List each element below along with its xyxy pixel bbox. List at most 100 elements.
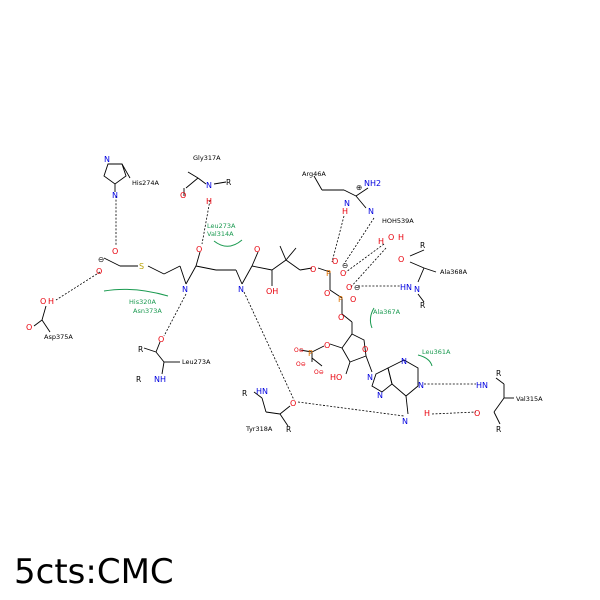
hydrophobic-arcs bbox=[103, 239, 433, 367]
atom-o-minus: O⊖ bbox=[294, 347, 304, 354]
label-ala368: Ala368A bbox=[440, 268, 468, 276]
atom-nh2: NH2 bbox=[364, 179, 381, 188]
label-leu273-hydrophobic: Leu273A bbox=[207, 222, 236, 230]
atom-h: H bbox=[378, 237, 384, 246]
atom-o-minus: O⊖ bbox=[314, 369, 324, 376]
atom-p: P bbox=[338, 295, 343, 304]
atom-o: O bbox=[196, 245, 202, 254]
atom-ho: HO bbox=[330, 373, 342, 382]
atom-n: N bbox=[414, 285, 420, 294]
atom-s: S bbox=[139, 262, 144, 271]
hbond-tyr318-b bbox=[297, 401, 405, 417]
atom-r: R bbox=[242, 389, 247, 398]
atom-n: N bbox=[401, 357, 407, 366]
atom-o: O bbox=[346, 283, 352, 292]
hbond-leu273 bbox=[163, 293, 187, 337]
atom-r: R bbox=[496, 369, 501, 378]
atom-n: N bbox=[402, 417, 408, 426]
atom-p: P bbox=[326, 269, 331, 278]
label-leu273: Leu273A bbox=[182, 358, 211, 366]
charge-minus: ⊖ bbox=[98, 255, 104, 264]
label-his320-hydrophobic: His320A bbox=[129, 298, 156, 306]
atom-nh: NH bbox=[154, 375, 166, 384]
label-arg46: Arg46A bbox=[302, 170, 326, 178]
hbond-arg46-a bbox=[331, 215, 345, 263]
atom-n: N bbox=[238, 285, 244, 294]
hbond-arg46-b bbox=[343, 217, 375, 265]
atom-h: H bbox=[206, 197, 212, 206]
atom-r: R bbox=[138, 345, 143, 354]
charge-minus: ⊖ bbox=[354, 283, 360, 292]
atom-n: N bbox=[344, 199, 350, 208]
atom-h: H bbox=[342, 207, 348, 216]
residue-labels: His274A Gly317A Arg46A HOH539A Leu273A V… bbox=[44, 154, 543, 433]
atom-n: N bbox=[104, 155, 110, 164]
page-title: 5cts:CMC bbox=[14, 552, 174, 592]
atom-labels: N N O N R H O O ⊖ S O N O N OH H O O O R… bbox=[26, 155, 501, 434]
arc-his320-asn373 bbox=[103, 288, 169, 297]
atom-r: R bbox=[136, 375, 141, 384]
atom-o: O bbox=[362, 345, 368, 354]
atom-r: R bbox=[286, 425, 291, 434]
label-asp375: Asp375A bbox=[44, 333, 73, 341]
atom-o: O bbox=[310, 265, 316, 274]
atom-o: O bbox=[40, 297, 46, 306]
atom-p: P bbox=[308, 349, 313, 358]
arc-leu273-val314 bbox=[213, 239, 243, 247]
label-val314-hydrophobic: Val314A bbox=[207, 230, 234, 238]
label-tyr318: Tyr318A bbox=[245, 425, 273, 433]
atom-hn: HN bbox=[400, 283, 412, 292]
adenine-pyrimidine bbox=[387, 359, 419, 397]
atom-n: N bbox=[418, 381, 424, 390]
atom-n: N bbox=[182, 285, 188, 294]
ribose-ring bbox=[341, 333, 367, 363]
label-leu361-hydrophobic: Leu361A bbox=[422, 348, 451, 356]
atom-oh: OH bbox=[266, 287, 278, 296]
adenine-imidazole bbox=[371, 367, 393, 393]
atom-n: N bbox=[367, 373, 373, 382]
atom-o: O bbox=[388, 233, 394, 242]
atom-o: O bbox=[474, 409, 480, 418]
atom-o: O bbox=[332, 257, 338, 266]
atom-o-minus: O⊖ bbox=[296, 361, 306, 368]
hbond-hoh539-b bbox=[349, 247, 387, 289]
atom-o: O bbox=[324, 341, 330, 350]
atom-o: O bbox=[112, 247, 118, 256]
atom-o: O bbox=[254, 245, 260, 254]
atom-h: H bbox=[398, 233, 404, 242]
atom-o: O bbox=[340, 269, 346, 278]
hydrogen-bonds bbox=[55, 196, 477, 417]
charge-minus: ⊖ bbox=[342, 261, 348, 270]
atom-h: H bbox=[48, 297, 54, 306]
atom-hn: HN bbox=[256, 387, 268, 396]
atom-o: O bbox=[324, 289, 330, 298]
atom-n: N bbox=[206, 181, 212, 190]
atom-o: O bbox=[26, 323, 32, 332]
hbond-hoh539-a bbox=[345, 243, 385, 273]
atom-o: O bbox=[338, 313, 344, 322]
label-hoh539: HOH539A bbox=[382, 217, 414, 225]
atom-n: N bbox=[112, 191, 118, 200]
hbond-asp375 bbox=[55, 271, 101, 301]
atom-h: H bbox=[424, 409, 430, 418]
charge-plus: ⊕ bbox=[356, 183, 362, 192]
atom-n: N bbox=[377, 391, 383, 400]
hbond-gly317 bbox=[201, 199, 211, 245]
hbond-val315-b bbox=[431, 411, 477, 415]
atom-r: R bbox=[226, 178, 231, 187]
atom-hn: HN bbox=[476, 381, 488, 390]
atom-r: R bbox=[420, 241, 425, 250]
label-his274: His274A bbox=[132, 179, 159, 187]
hbond-tyr318-a bbox=[243, 291, 295, 401]
atom-o: O bbox=[180, 191, 186, 200]
bonds bbox=[33, 163, 514, 427]
atom-o: O bbox=[350, 295, 356, 304]
label-ala367-hydrophobic: Ala367A bbox=[373, 308, 401, 316]
atom-r: R bbox=[420, 301, 425, 310]
arc-ala367 bbox=[369, 307, 375, 329]
atom-n: N bbox=[368, 207, 374, 216]
atom-o: O bbox=[96, 267, 102, 276]
label-gly317: Gly317A bbox=[193, 154, 221, 162]
atom-r: R bbox=[496, 425, 501, 434]
